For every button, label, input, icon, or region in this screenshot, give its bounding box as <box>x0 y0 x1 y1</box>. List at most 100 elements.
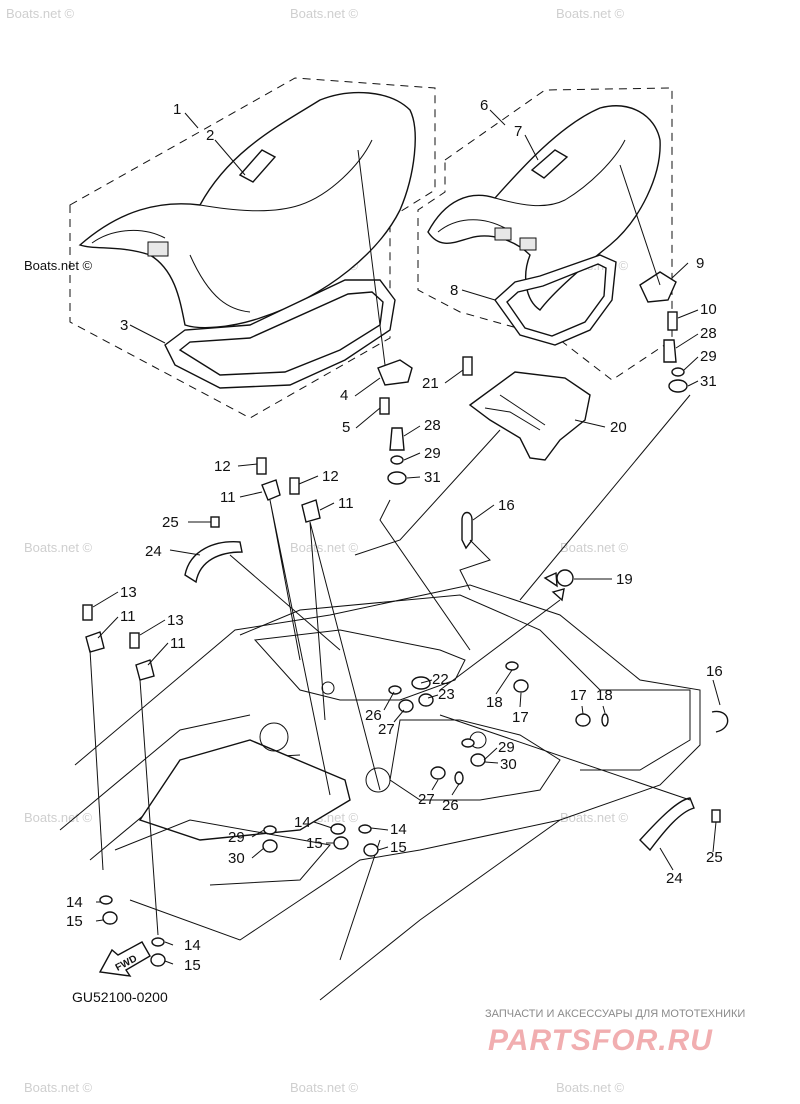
front-seat-frame <box>164 279 396 389</box>
bolt <box>129 632 140 649</box>
rear-seat-frame <box>494 254 617 346</box>
callout: 29 <box>498 739 515 756</box>
callout: 11 <box>120 608 136 625</box>
screw <box>210 516 220 528</box>
callout: 30 <box>228 850 245 867</box>
seat-latch-tab <box>147 241 169 257</box>
drain-fitting <box>556 569 574 587</box>
washer <box>263 825 277 835</box>
callout: 17 <box>512 709 529 726</box>
watermark: Boats.net © <box>556 6 625 21</box>
watermark: Boats.net © <box>24 810 93 825</box>
front-seat <box>78 91 416 329</box>
u-bolt <box>711 710 729 733</box>
callout: 25 <box>706 849 723 866</box>
rear-seat <box>427 105 661 311</box>
callout: 16 <box>706 663 723 680</box>
callout: 10 <box>700 301 717 318</box>
brand-subtitle: ЗАПЧАСТИ И АКСЕССУАРЫ ДЛЯ МОТОТЕХНИКИ <box>485 1008 745 1020</box>
callout: 3 <box>120 317 128 334</box>
callout: 29 <box>424 445 441 462</box>
rear-seat-grip <box>530 149 569 179</box>
callout: 31 <box>424 469 441 486</box>
callout: 18 <box>596 687 613 704</box>
fitting-screw <box>551 588 565 602</box>
nut <box>418 693 434 707</box>
callout: 14 <box>390 821 407 838</box>
brand-logo: PARTSFOR.RU <box>488 1024 713 1057</box>
u-bolt <box>461 511 473 550</box>
callout: 5 <box>342 419 350 436</box>
nut <box>575 713 591 727</box>
nut <box>513 679 529 693</box>
callout: 2 <box>206 127 214 144</box>
callout: 9 <box>696 255 704 272</box>
watermark: Boats.net © <box>556 1080 625 1095</box>
callout: 8 <box>450 282 458 299</box>
washer <box>390 455 404 465</box>
callout: 23 <box>438 686 455 703</box>
callout: 11 <box>338 495 354 512</box>
washer <box>151 937 165 947</box>
hook-pin <box>389 427 405 451</box>
callout: 13 <box>120 584 137 601</box>
grab-handle <box>184 541 243 584</box>
clamp <box>301 499 321 523</box>
callout: 24 <box>145 543 162 560</box>
callout: 15 <box>390 839 407 856</box>
grab-handle <box>639 797 695 852</box>
washer <box>454 771 464 785</box>
callout: 27 <box>378 721 395 738</box>
washer <box>461 738 475 748</box>
fwd-arrow: FWD <box>98 941 151 977</box>
fitting-screw <box>543 571 558 588</box>
nut <box>150 953 166 967</box>
bolt <box>379 397 390 415</box>
bolt <box>256 457 267 475</box>
callout: 16 <box>498 497 515 514</box>
nut <box>470 753 486 767</box>
watermark: Boats.net © <box>24 258 93 273</box>
hook-pin <box>663 339 677 363</box>
rear-latch-bracket <box>639 271 677 303</box>
callout: 25 <box>162 514 179 531</box>
washer <box>671 367 685 377</box>
washer <box>358 824 372 834</box>
nut <box>430 766 446 780</box>
callout: 11 <box>170 635 186 652</box>
callout: 26 <box>442 797 459 814</box>
washer <box>601 713 609 727</box>
clamp <box>135 659 155 681</box>
washer <box>330 823 346 835</box>
watermark: Boats.net © <box>560 540 629 555</box>
rear-latch-tab <box>519 237 537 251</box>
rear-latch-tab <box>494 227 512 241</box>
washer <box>505 661 519 671</box>
callout: 15 <box>306 835 323 852</box>
callout: 18 <box>486 694 503 711</box>
watermark: Boats.net © <box>24 540 93 555</box>
seat-latch-bracket <box>377 359 413 386</box>
bolt <box>667 311 678 331</box>
screw <box>711 809 721 823</box>
washer <box>388 685 402 695</box>
diagram-code: GU52100-0200 <box>72 989 168 1005</box>
leader-lines <box>89 109 721 965</box>
callout: 14 <box>184 937 201 954</box>
watermark: Boats.net © <box>290 540 359 555</box>
callout: 31 <box>700 373 717 390</box>
nut <box>333 836 349 850</box>
watermark: Boats.net © <box>24 1080 93 1095</box>
callout: 11 <box>220 489 236 506</box>
damper <box>387 471 407 485</box>
callout: 12 <box>214 458 231 475</box>
washer <box>99 895 113 905</box>
callouts: 1 2 3 4 5 6 7 8 9 10 28 29 31 21 20 28 2… <box>66 97 723 974</box>
callout: 7 <box>514 123 522 140</box>
callout: 19 <box>616 571 633 588</box>
callout: 4 <box>340 387 348 404</box>
nut <box>363 843 379 857</box>
watermark: Boats.net © <box>290 1080 359 1095</box>
callout: 17 <box>570 687 587 704</box>
